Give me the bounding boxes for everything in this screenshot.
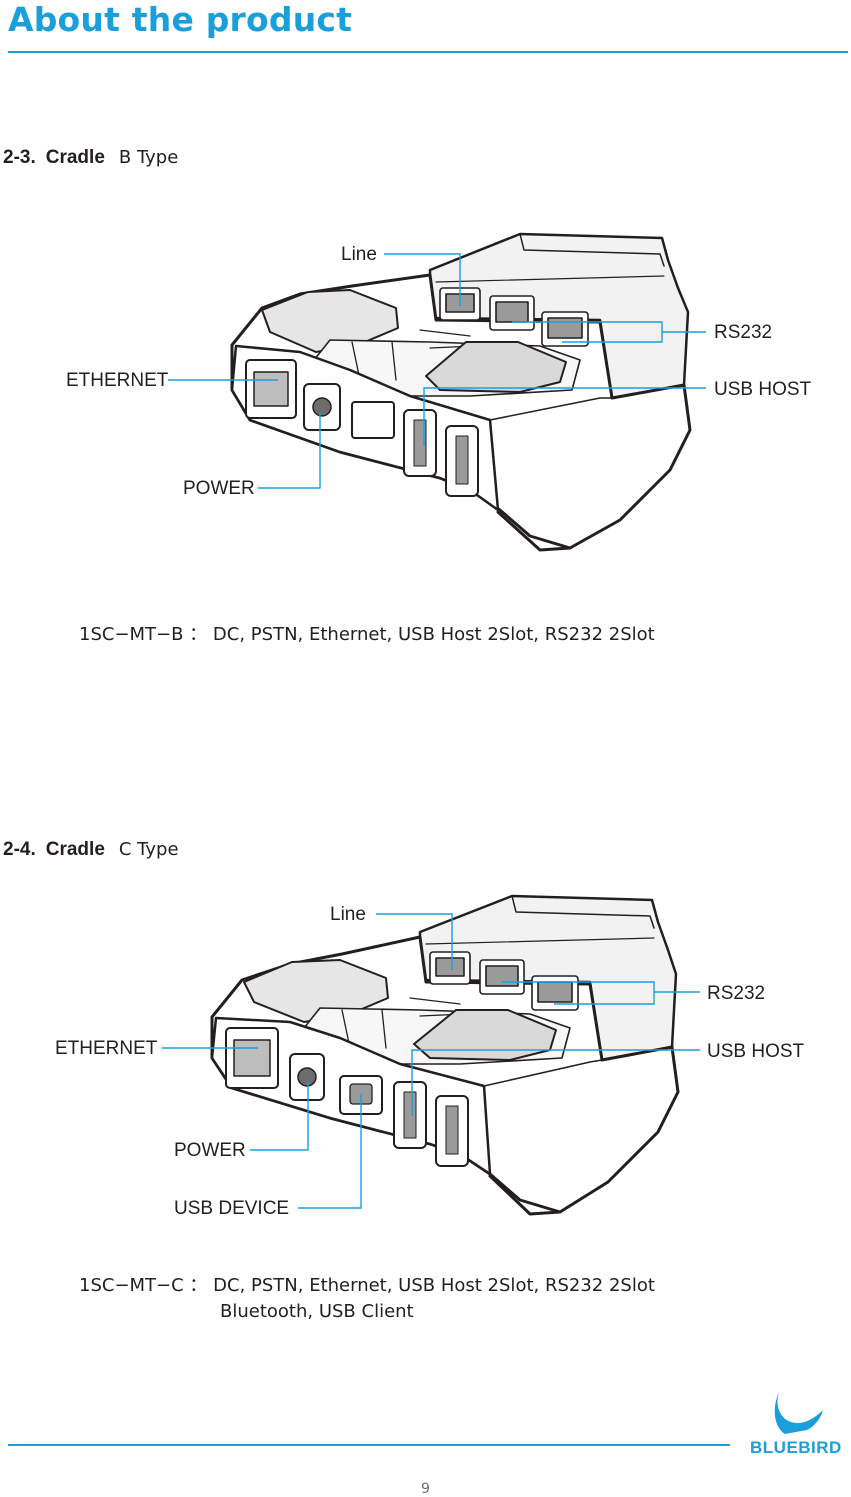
section-heading-b: 2-3. Cradle B Type [3,146,178,169]
spec-b-type: 1SC−MT−B ： DC, PSTN, Ethernet, USB Host … [79,620,655,646]
page-number: 9 [0,1481,851,1497]
callout-power: POWER [174,1140,246,1161]
spec-line-continued: Bluetooth, USB Client [79,1299,655,1325]
section-heading-c: 2-4. Cradle C Type [3,838,179,861]
callout-line: Line [341,244,377,265]
cradle-c-illustration [212,896,678,1214]
callout-usb-device: USB DEVICE [174,1198,289,1219]
callout-line: Line [330,904,366,925]
section-name: Cradle [46,839,105,860]
cradle-b-type-diagram: Line RS232 ETHERNET USB HOST POWER [0,220,851,580]
section-type: C Type [119,839,179,860]
brand-wordmark: BLUEBIRD [750,1438,842,1458]
header-rule [8,51,848,53]
cradle-c-type-diagram: Line RS232 ETHERNET USB HOST POWER USB D… [0,882,851,1242]
footer-rule [8,1444,730,1446]
page-title: About the product [8,0,352,39]
spec-line: 1SC−MT−C ： DC, PSTN, Ethernet, USB Host … [79,1275,655,1296]
callout-ethernet: ETHERNET [55,1038,158,1059]
section-number: 2-3. [3,147,36,168]
spec-line: 1SC−MT−B ： DC, PSTN, Ethernet, USB Host … [79,624,655,645]
section-type: B Type [119,147,178,168]
callout-power: POWER [183,478,255,499]
section-number: 2-4. [3,839,36,860]
callout-rs232: RS232 [707,983,765,1004]
callout-rs232: RS232 [714,322,772,343]
section-name: Cradle [46,147,105,168]
callout-ethernet: ETHERNET [66,370,169,391]
callout-usb-host: USB HOST [714,379,812,400]
spec-c-type: 1SC−MT−C ： DC, PSTN, Ethernet, USB Host … [79,1273,655,1325]
cradle-b-illustration [232,234,690,550]
callout-usb-host: USB HOST [707,1041,805,1062]
